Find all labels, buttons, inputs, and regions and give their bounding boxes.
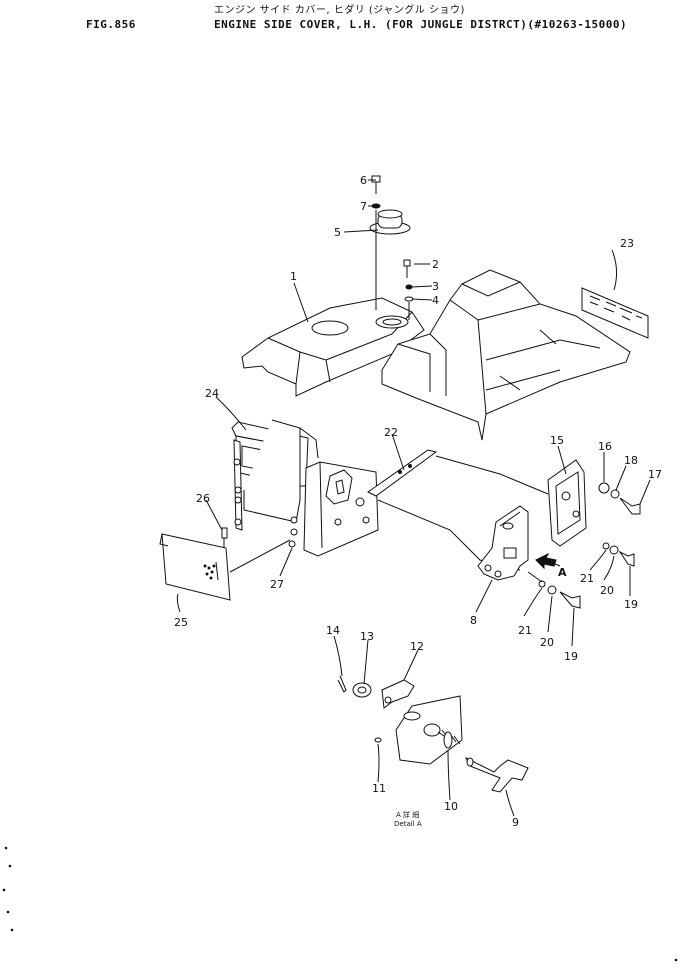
part-label-12: 12 (410, 640, 424, 653)
part-label-13: 13 (360, 630, 374, 643)
part-label-25: 25 (174, 616, 188, 629)
part-label-9: 9 (512, 816, 519, 829)
part-label-14: 14 (326, 624, 340, 637)
detail-caption-line2: Detail A (394, 820, 422, 828)
part-label-1: 1 (290, 270, 297, 283)
detail-caption-line1: A 詳 細 (396, 810, 419, 819)
part-label-23: 23 (620, 237, 634, 250)
japanese-title: エンジン サイド カバー, ヒダリ (ジャングル ショウ) (214, 5, 465, 16)
part-label-18: 18 (624, 454, 638, 467)
support-bar-part (367, 449, 549, 571)
bolts-washers-set (527, 482, 641, 609)
part-label-21-upper: 21 (580, 572, 594, 585)
part-label-10: 10 (444, 800, 458, 813)
part-label-3: 3 (432, 280, 439, 293)
part-number-labels: 6 7 5 2 3 4 1 23 24 22 15 16 18 17 26 27… (174, 174, 662, 829)
radiator-cap-assembly (369, 175, 414, 320)
part-label-24: 24 (205, 387, 219, 400)
view-arrow-a: A (535, 552, 567, 579)
scan-artifacts (2, 846, 678, 962)
cover-plate-part (159, 527, 291, 601)
part-label-21-lower: 21 (518, 624, 532, 637)
mount-bracket-part (477, 505, 529, 581)
part-label-19-upper: 19 (624, 598, 638, 611)
side-frame-part (231, 419, 379, 557)
part-label-26: 26 (196, 492, 210, 505)
radiator-cover-frame-part (381, 269, 631, 441)
part-label-6: 6 (360, 174, 367, 187)
part-label-8: 8 (470, 614, 477, 627)
detail-a-lock-assembly: A 詳 細 Detail A (337, 675, 529, 828)
part-label-16: 16 (598, 440, 612, 453)
part-label-22: 22 (384, 426, 398, 439)
part-label-27: 27 (270, 578, 284, 591)
arrow-a-label: A (558, 566, 567, 579)
part-label-17: 17 (648, 468, 662, 481)
engine-side-cover-part (241, 297, 425, 397)
part-label-15: 15 (550, 434, 564, 447)
part-label-20-lower: 20 (540, 636, 554, 649)
part-label-4: 4 (432, 294, 439, 307)
lock-panel-part (545, 459, 587, 567)
part-label-11: 11 (372, 782, 386, 795)
leader-lines (176, 179, 651, 817)
part-label-5: 5 (334, 226, 341, 239)
part-label-7: 7 (360, 200, 367, 213)
figure-number: FIG.856 (86, 18, 136, 31)
part-label-20-upper: 20 (600, 584, 614, 597)
identification-plate-part (581, 287, 649, 339)
diagram-title: ENGINE SIDE COVER, L.H. (FOR JUNGLE DIST… (214, 18, 628, 31)
part-label-19-lower: 19 (564, 650, 578, 663)
part-label-2: 2 (432, 258, 439, 271)
